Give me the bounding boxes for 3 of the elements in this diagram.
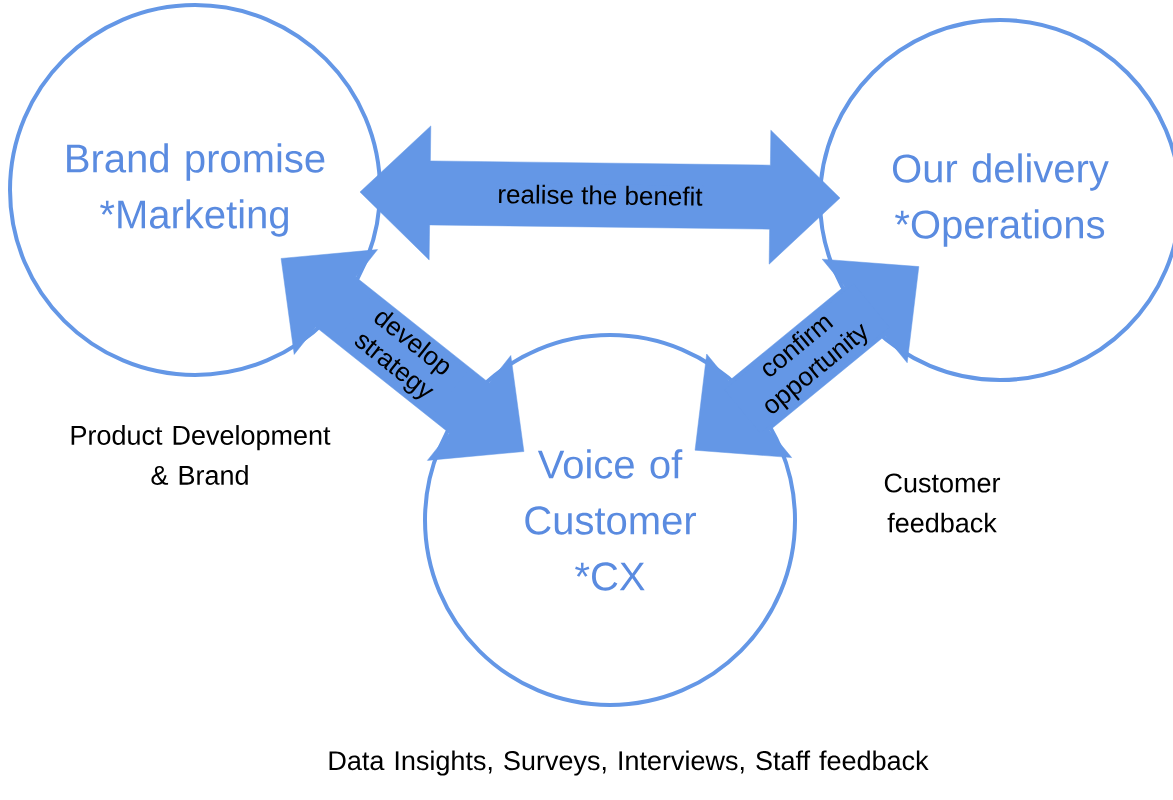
node-caption: Data Insights, Surveys, Interviews, Staff feedback [329,750,929,776]
node-caption: Product Development & Brand [71,425,331,485]
caption: Customer feedback [884,473,1001,533]
